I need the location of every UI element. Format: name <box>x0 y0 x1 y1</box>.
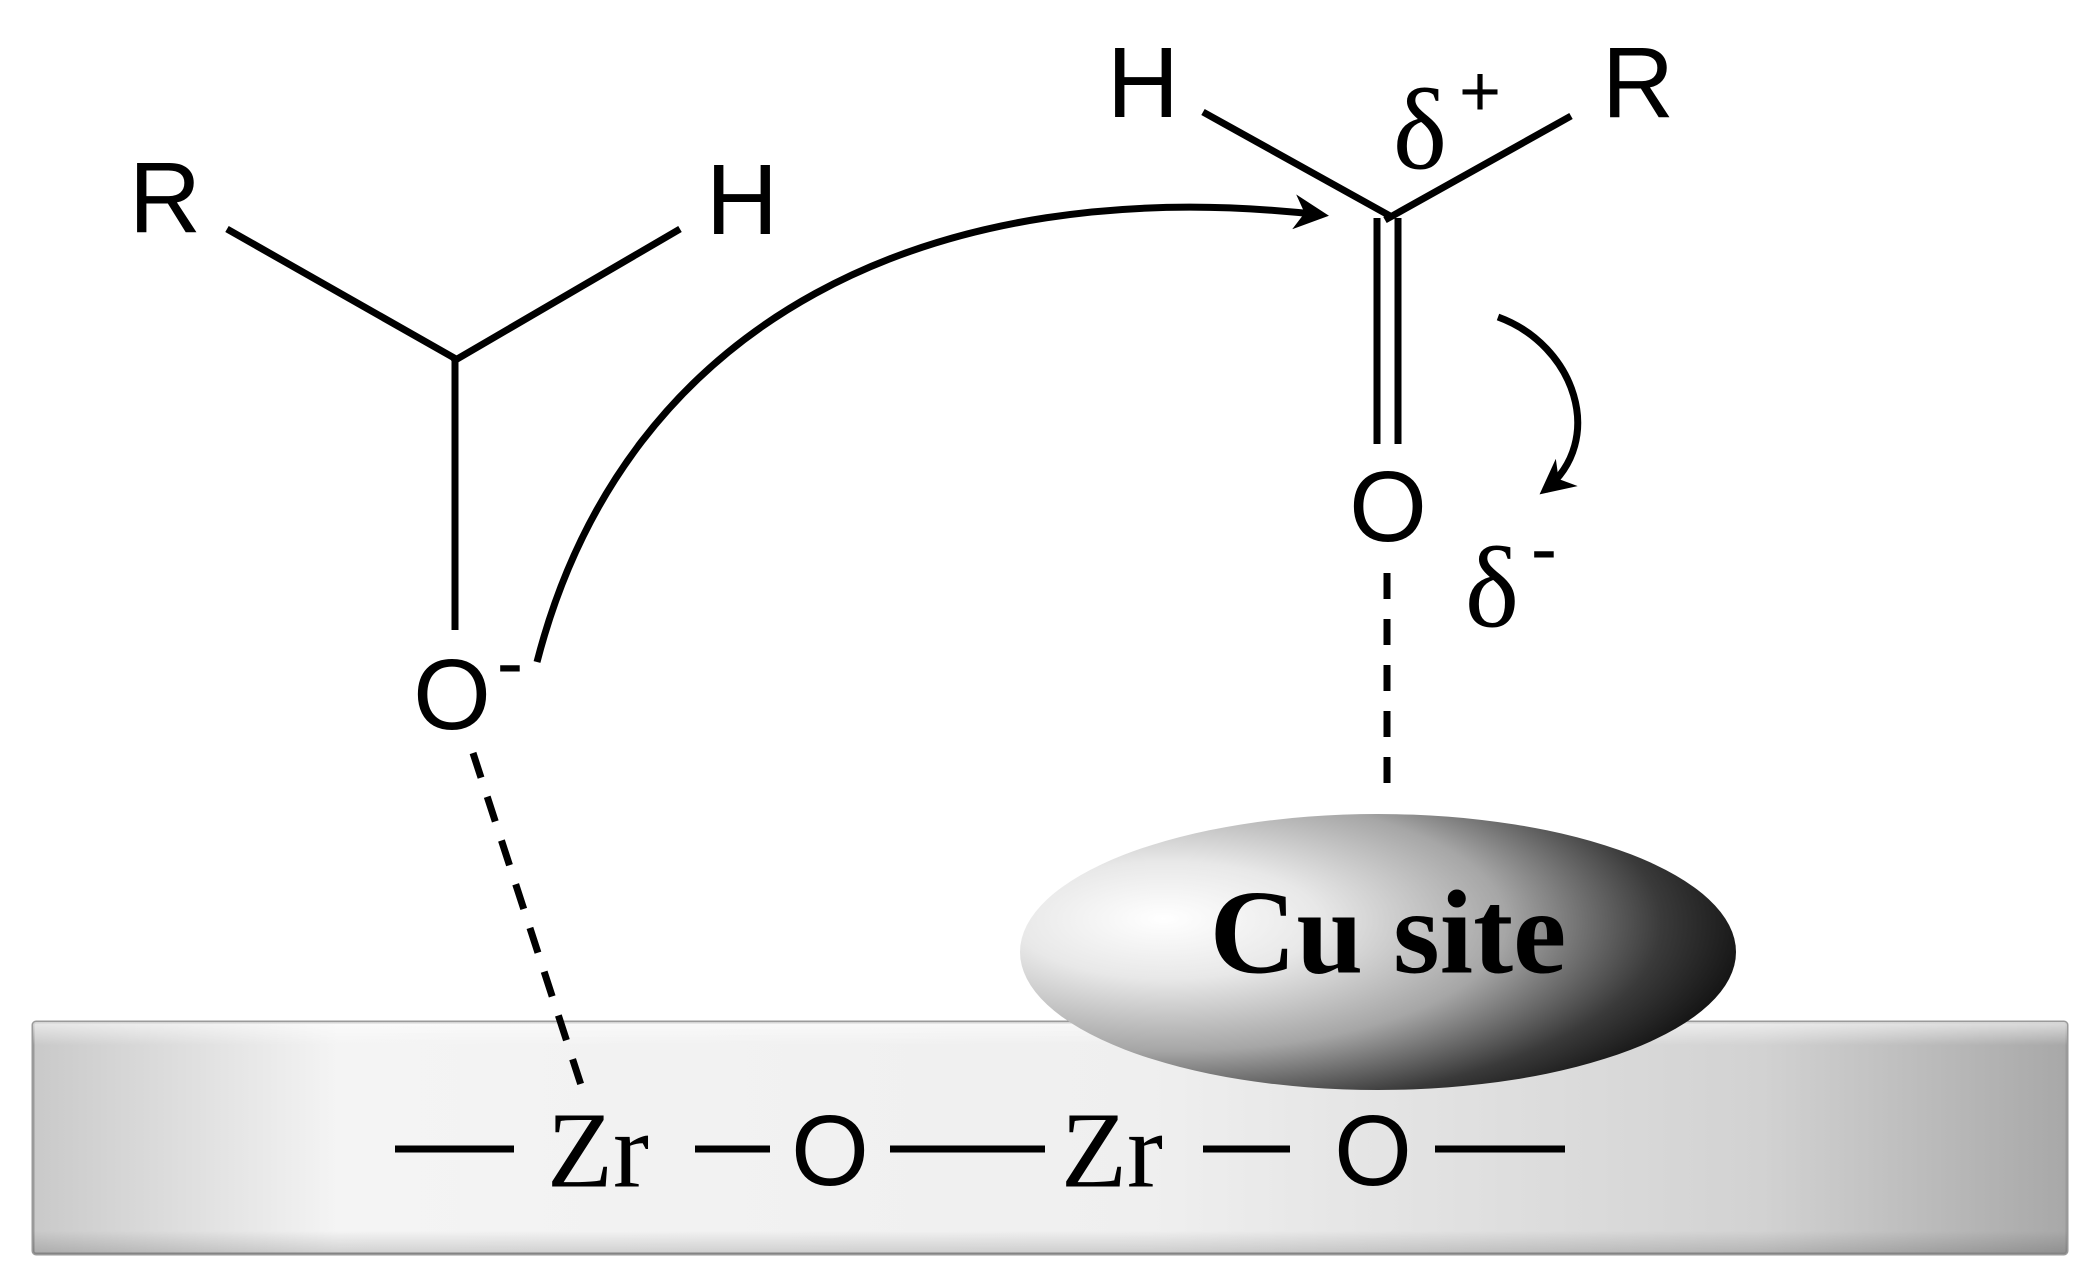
alkoxide-bond-h-c <box>450 225 682 366</box>
chain-o-1: O <box>791 1095 869 1207</box>
cu-site: Cu site <box>1020 814 1736 1090</box>
alkoxide-r-label: R <box>129 142 201 254</box>
alkoxide-zr-interaction <box>469 751 585 1087</box>
delta-plus-symbol: δ <box>1393 67 1447 194</box>
cu-site-particle <box>1020 814 1736 1090</box>
chain-zr-2: Zr <box>1061 1092 1163 1211</box>
support-slab-shading <box>33 1022 2067 1254</box>
carbonyl-substrate: H R δ + O δ - <box>1107 27 1674 790</box>
chain-zr-1: Zr <box>547 1092 649 1211</box>
alkoxide-o-charge: - <box>497 618 524 707</box>
carbonyl-o-label: O <box>1349 451 1427 563</box>
alkoxide-substrate: R H O - <box>129 142 778 1087</box>
cu-site-label: Cu site <box>1210 866 1567 999</box>
delta-plus-sign: + <box>1459 52 1501 132</box>
carbonyl-bond-h-c <box>1201 108 1394 221</box>
alkoxide-h-label: H <box>706 144 778 256</box>
polarization-arrow <box>1496 313 1582 495</box>
zirconia-support <box>31 1020 2069 1256</box>
carbonyl-h-label: H <box>1107 27 1179 139</box>
delta-minus-symbol: δ <box>1465 525 1519 652</box>
carbonyl-bond-r-c <box>1383 112 1573 224</box>
alkoxide-o-label: O <box>413 639 491 751</box>
alkoxide-bond-r-c <box>225 225 458 363</box>
delta-minus-sign: - <box>1531 504 1558 593</box>
carbonyl-r-label: R <box>1602 27 1674 139</box>
chain-o-2: O <box>1334 1095 1412 1207</box>
support-chain: Zr O Zr O <box>395 1092 1565 1211</box>
hydride-transfer-arrow <box>533 194 1329 663</box>
